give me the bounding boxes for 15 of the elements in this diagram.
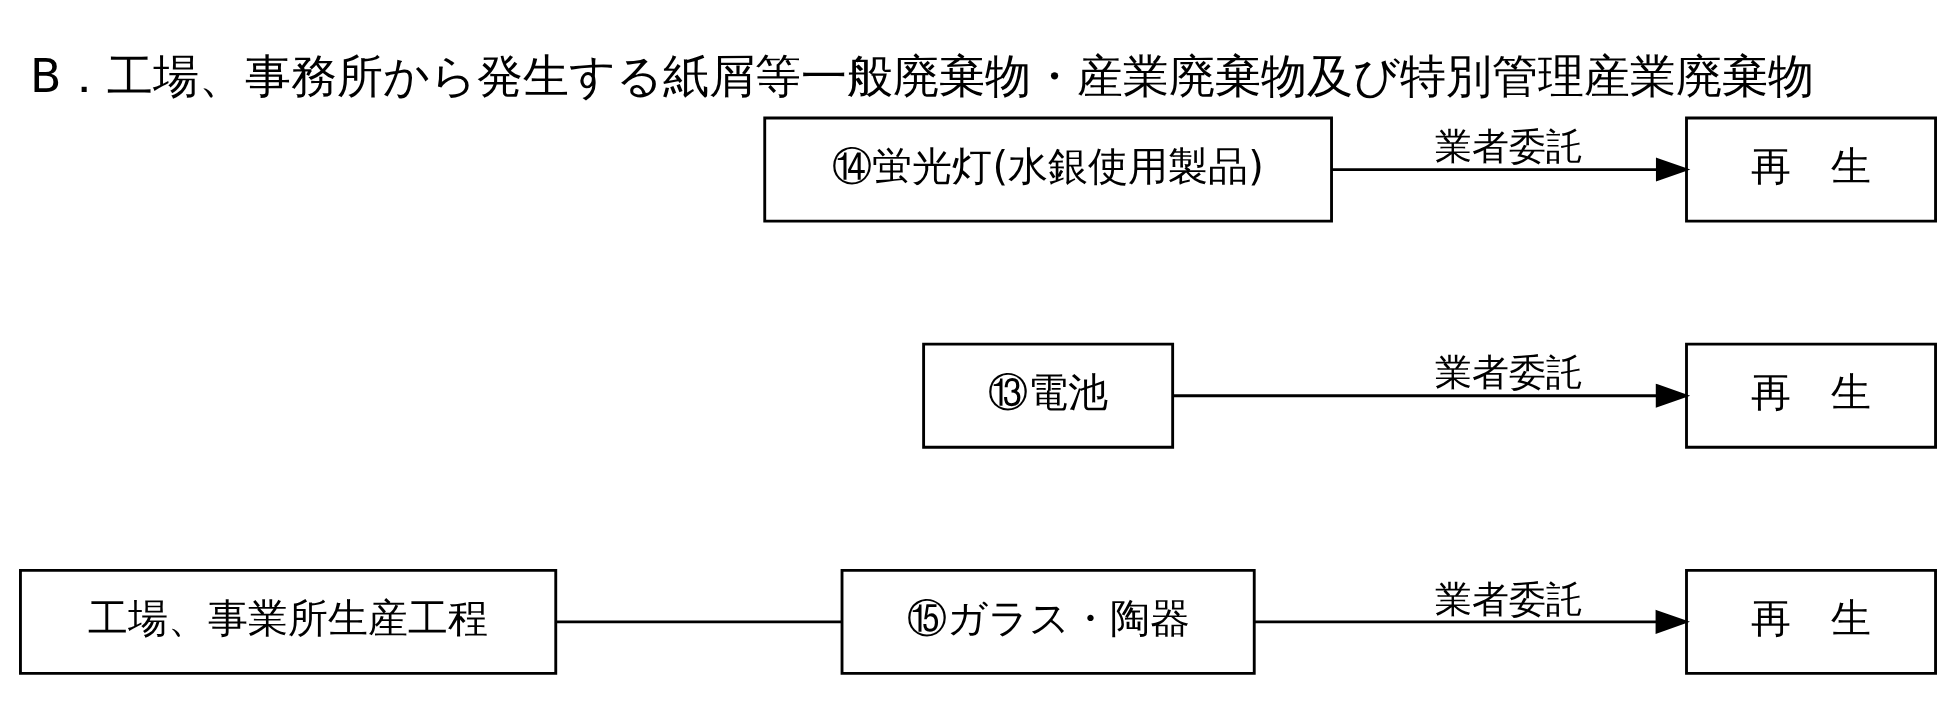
node-box: 再 生 (1684, 568, 1937, 675)
node-box: 再 生 (1684, 342, 1937, 449)
connector (555, 619, 842, 623)
arrow (1331, 157, 1690, 182)
node-box: 工場、事業所生産工程 (18, 568, 557, 675)
edge-label: 業者委託 (1434, 123, 1583, 168)
edge-label: 業者委託 (1434, 576, 1583, 621)
node-box: 再 生 (1684, 116, 1937, 222)
arrow (1173, 383, 1690, 408)
node-box: ⑬電池 (921, 342, 1174, 449)
node-box: ⑮ガラス・陶器 (840, 568, 1256, 675)
edge-label: 業者委託 (1434, 349, 1583, 394)
node-box: ⑭蛍光灯(水銀使用製品) (762, 116, 1333, 222)
diagram-title: B．工場、事務所から発生する紙屑等一般廃棄物・産業廃棄物及び特別管理産業廃棄物 (29, 48, 1814, 103)
arrow (1254, 609, 1690, 634)
